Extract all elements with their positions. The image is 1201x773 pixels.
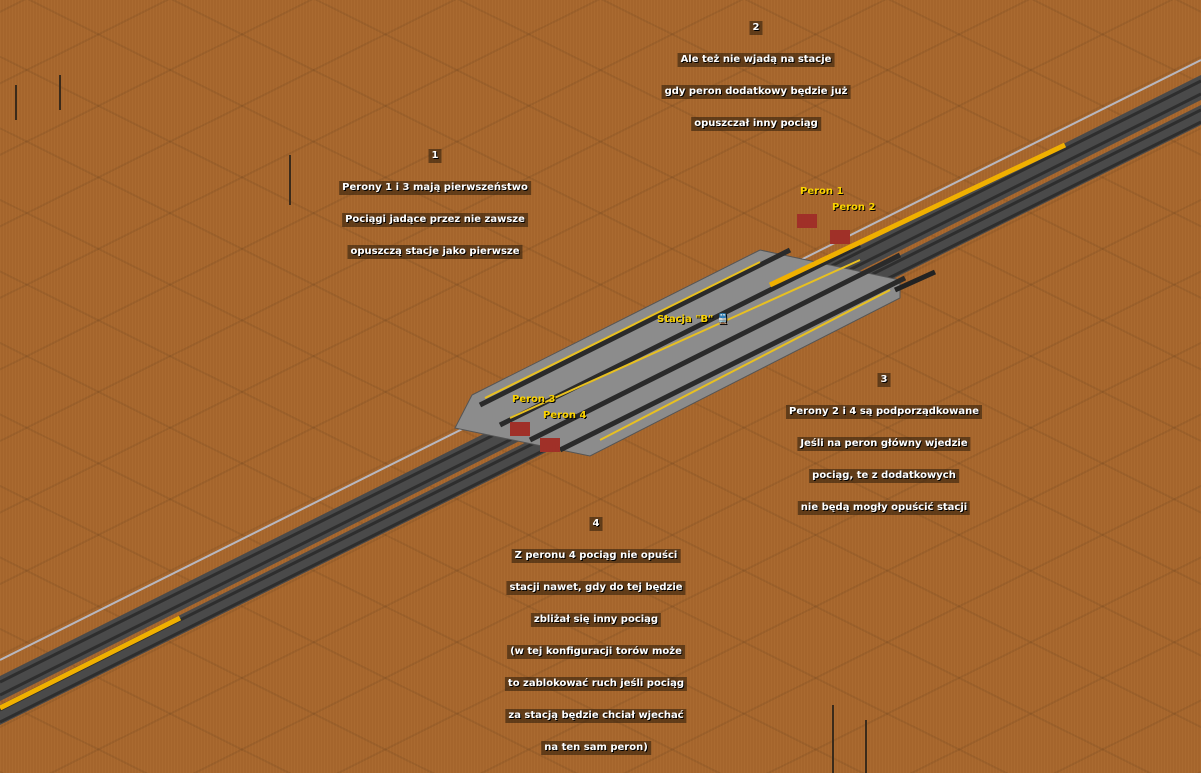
station-label-peron-3[interactable]: Peron 3 xyxy=(512,394,556,405)
sign-2-line[interactable]: opuszczał inny pociąg xyxy=(691,117,821,131)
sign-3-line[interactable]: Jeśli na peron główny wjedzie xyxy=(797,437,971,451)
station-platforms[interactable] xyxy=(454,249,901,457)
sign-3-line[interactable]: pociąg, te z dodatkowych xyxy=(809,469,959,483)
station-label-peron-4[interactable]: Peron 4 xyxy=(543,410,587,421)
sign-4-line[interactable]: (w tej konfiguracji torów może xyxy=(507,645,685,659)
trains xyxy=(0,142,1067,711)
sign-4-line[interactable]: Z peronu 4 pociąg nie opuści xyxy=(511,549,681,563)
station-building xyxy=(830,230,850,244)
sign-4-line[interactable]: zbliżał się inny pociąg xyxy=(530,613,662,627)
station-label-peron-1[interactable]: Peron 1 xyxy=(800,186,844,197)
train-station-icon: 🚆 xyxy=(716,314,730,325)
sign-1-number[interactable]: 1 xyxy=(428,149,442,163)
platform-stripes xyxy=(484,259,891,441)
sign-1-line[interactable]: opuszczą stacje jako pierwsze xyxy=(347,245,523,259)
sign-4-line[interactable]: to zablokować ruch jeśli pociąg xyxy=(504,677,688,691)
sign-3-line[interactable]: nie będą mogły opuścić stacji xyxy=(797,501,971,515)
sign-3-number[interactable]: 3 xyxy=(877,373,891,387)
sign-4-number[interactable]: 4 xyxy=(589,517,603,531)
sign-2-line[interactable]: gdy peron dodatkowy będzie już xyxy=(661,85,851,99)
sign-4-line[interactable]: na ten sam peron) xyxy=(541,741,651,755)
trees xyxy=(15,75,867,773)
station-label-main[interactable]: Stacja "B" 🚆 xyxy=(657,314,729,325)
station-building xyxy=(540,438,560,452)
sign-1-line[interactable]: Pociągi jadące przez nie zawsze xyxy=(342,213,528,227)
sign-2-line[interactable]: Ale też nie wjadą na stacje xyxy=(677,53,835,67)
sign-2-number[interactable]: 2 xyxy=(749,21,763,35)
station-label-peron-2[interactable]: Peron 2 xyxy=(832,202,876,213)
station-building xyxy=(510,422,530,436)
sign-4-line[interactable]: stacji nawet, gdy do tej będzie xyxy=(506,581,686,595)
station-building xyxy=(797,214,817,228)
sign-4-line[interactable]: za stacją będzie chciał wjechać xyxy=(505,709,687,723)
sign-1-line[interactable]: Perony 1 i 3 mają pierwszeństwo xyxy=(339,181,531,195)
station-name: Stacja "B" xyxy=(657,314,714,325)
sign-3-line[interactable]: Perony 2 i 4 są podporządkowane xyxy=(785,405,983,419)
